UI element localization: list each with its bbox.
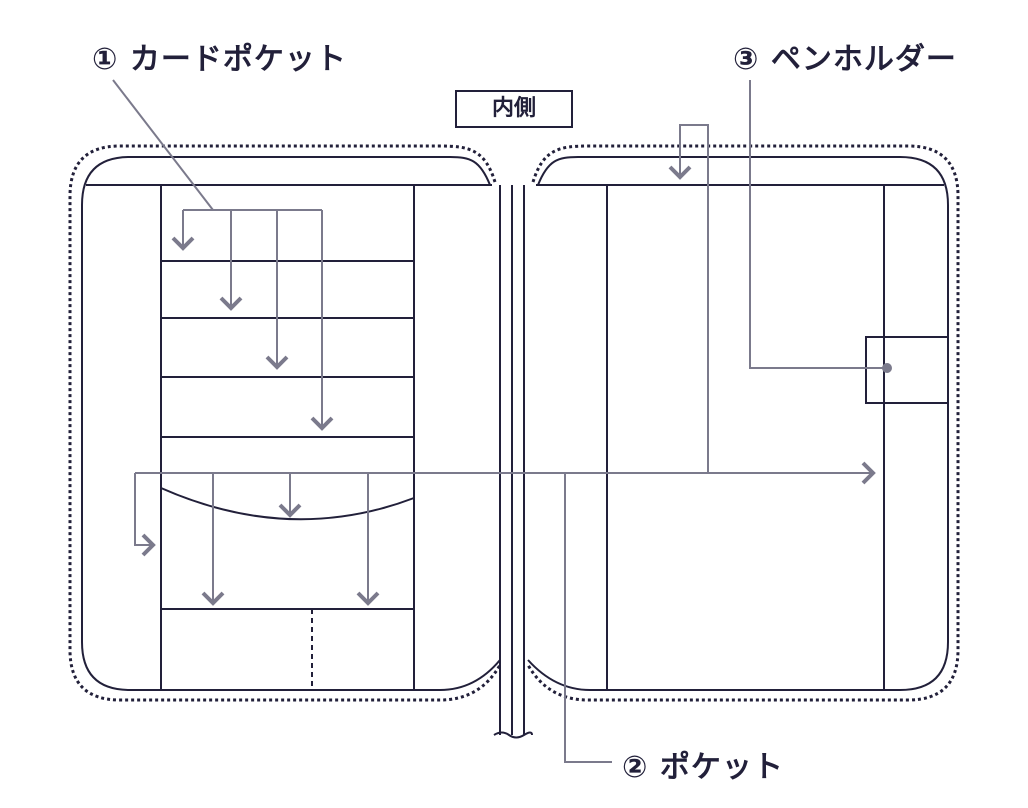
pen-holder-label: ③ ペンホルダー [733, 42, 957, 77]
left-zipper-seam [68, 144, 502, 702]
pocket-curve [160, 487, 415, 521]
right-zipper-seam [526, 144, 960, 702]
left-panel [81, 156, 501, 691]
pocket-label: ② ポケット [622, 750, 784, 785]
inside-title: 内側 [455, 90, 573, 128]
right-panel [527, 156, 949, 691]
card-pocket-label: ① カードポケット [92, 42, 347, 77]
pen-holder [865, 336, 948, 404]
